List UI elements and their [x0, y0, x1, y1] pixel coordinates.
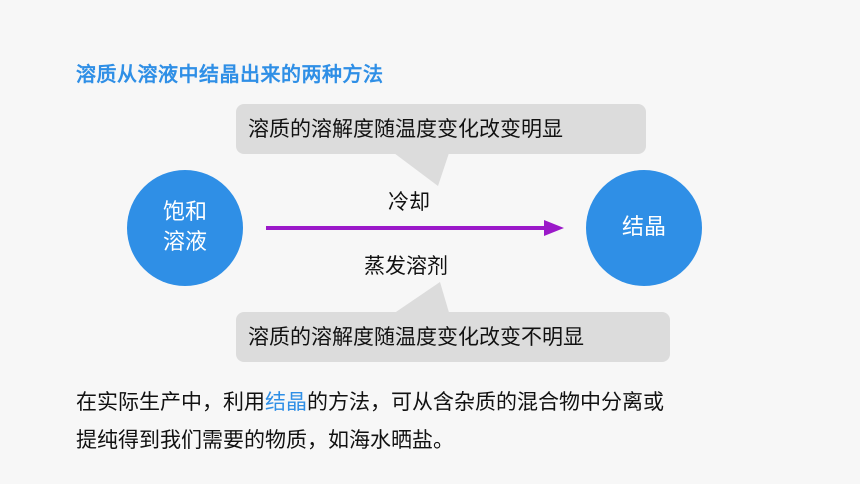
- bubble-bottom: 溶质的溶解度随温度变化改变不明显: [236, 312, 670, 362]
- explanation-paragraph: 在实际生产中，利用结晶的方法，可从含杂质的混合物中分离或 提纯得到我们需要的物质…: [76, 383, 796, 459]
- process-arrow: [266, 220, 564, 236]
- saturated-solution-circle: 饱和 溶液: [127, 170, 243, 286]
- circle-left-line2: 溶液: [162, 230, 207, 255]
- page-title: 溶质从溶液中结晶出来的两种方法: [76, 62, 384, 86]
- bubble-top: 溶质的溶解度随温度变化改变明显: [236, 104, 646, 154]
- paragraph-line1: 在实际生产中，利用结晶的方法，可从含杂质的混合物中分离或: [76, 383, 796, 421]
- circle-right-label: 结晶: [621, 215, 666, 240]
- circle-left-line1: 饱和: [162, 200, 207, 225]
- arrow-label-evaporation: 蒸发溶剂: [364, 254, 448, 278]
- paragraph-line1-before: 在实际生产中，利用: [76, 390, 265, 414]
- paragraph-line1-after: 的方法，可从含杂质的混合物中分离或: [307, 390, 664, 414]
- crystallization-circle: 结晶: [586, 170, 702, 286]
- arrow-label-cooling: 冷却: [388, 190, 430, 214]
- paragraph-highlight: 结晶: [265, 390, 307, 414]
- paragraph-line2: 提纯得到我们需要的物质，如海水晒盐。: [76, 428, 454, 452]
